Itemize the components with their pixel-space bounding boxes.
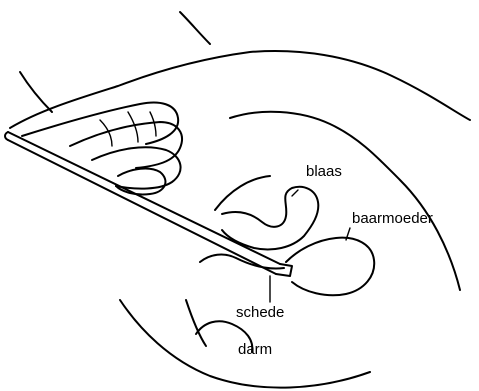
forearm-line-left [20, 72, 52, 112]
hand-lower-outline [230, 112, 460, 290]
finger-creases [100, 112, 156, 146]
label-baarmoeder: baarmoeder [352, 211, 433, 226]
instrument-rod-bottom [8, 140, 276, 274]
instrument-rod-top [8, 132, 280, 264]
finger-2 [70, 122, 182, 168]
bladder-leader [292, 190, 298, 196]
bladder-outline [222, 187, 318, 250]
instrument-handle-end [5, 132, 8, 140]
hand-upper-outline [10, 51, 470, 128]
lower-body-inner [186, 300, 206, 346]
palm-curve [215, 176, 270, 210]
label-blaas: blaas [306, 164, 342, 179]
label-schede: schede [236, 305, 284, 320]
forearm-line-top [180, 12, 210, 44]
thumb [116, 169, 165, 195]
uterus-outline [286, 238, 374, 296]
label-darm: darm [238, 342, 272, 357]
instrument-tip [276, 264, 292, 276]
